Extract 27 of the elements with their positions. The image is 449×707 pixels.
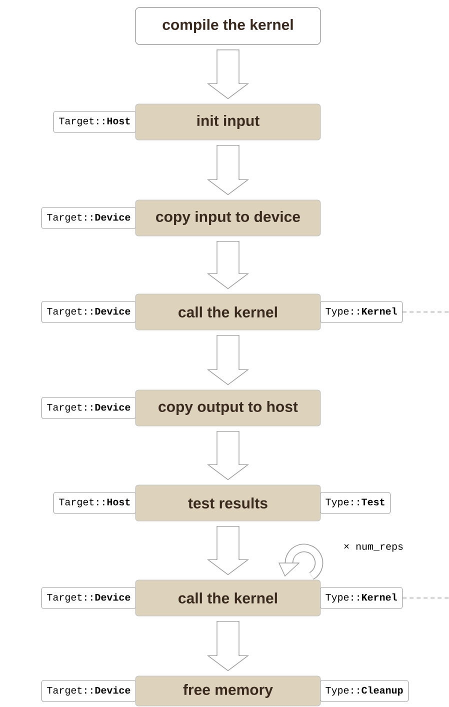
repeat-count: × num_reps <box>344 544 403 552</box>
process-box: init input <box>135 104 321 140</box>
target-tag: Target::Device <box>41 301 136 323</box>
process-box: call the kernel <box>135 580 321 616</box>
block-arrow <box>206 240 250 290</box>
process-box: free memory <box>135 676 321 706</box>
block-arrow <box>206 620 250 672</box>
type-tag: Type::Kernel <box>320 301 403 323</box>
block-arrow <box>206 50 250 100</box>
block-arrow <box>206 526 250 576</box>
type-tag: Type::Cleanup <box>320 680 409 702</box>
target-tag: Target::Host <box>53 111 136 133</box>
type-tag: Type::Test <box>320 492 391 514</box>
target-tag: Target::Device <box>41 397 136 419</box>
process-box: call the kernel <box>135 294 321 330</box>
process-box: copy output to host <box>135 390 321 426</box>
target-tag: Target::Device <box>41 587 136 609</box>
target-tag: Target::Device <box>41 680 136 702</box>
type-tag: Type::Kernel <box>320 587 403 609</box>
block-arrow <box>206 144 250 196</box>
process-box: test results <box>135 484 321 522</box>
block-arrow <box>206 334 250 386</box>
target-tag: Target::Device <box>41 207 136 229</box>
process-box: copy input to device <box>135 200 321 236</box>
block-arrow <box>206 430 250 480</box>
target-tag: Target::Host <box>53 492 136 514</box>
start-box: compile the kernel <box>135 7 321 45</box>
